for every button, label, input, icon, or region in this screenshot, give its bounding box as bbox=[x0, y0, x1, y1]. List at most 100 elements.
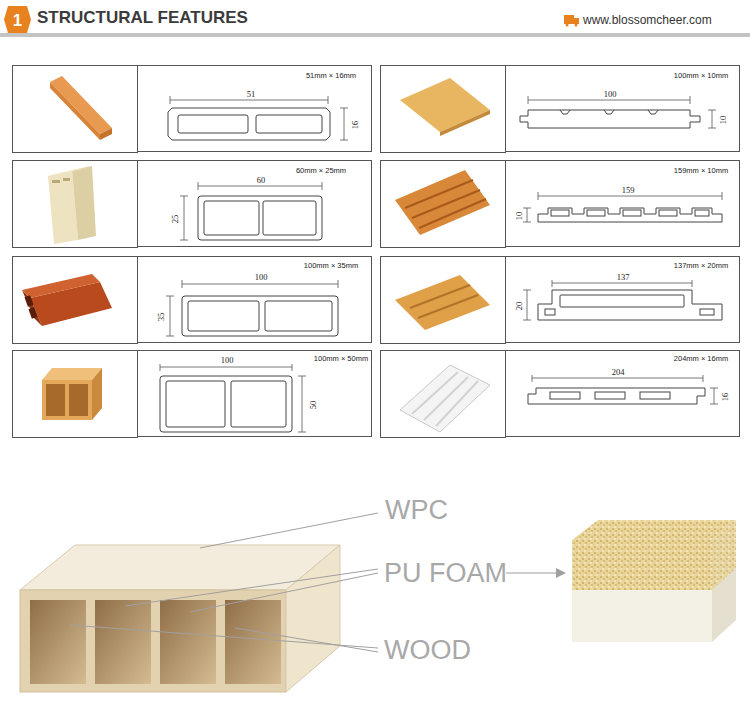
product-photo bbox=[46, 384, 65, 416]
dimension-line bbox=[722, 192, 723, 200]
dimension-cell: 51mm × 16mm5116 bbox=[137, 65, 372, 152]
dimension-number: 50 bbox=[309, 401, 318, 410]
material-label: PU FOAM bbox=[384, 560, 507, 587]
dimension-cell: 60mm × 25mm6025 bbox=[137, 160, 372, 247]
dimension-line bbox=[523, 208, 531, 209]
dimension-line bbox=[538, 196, 722, 197]
dimension-line bbox=[182, 280, 183, 288]
cross-section bbox=[166, 381, 225, 427]
cross-section bbox=[188, 301, 259, 331]
dimension-line bbox=[527, 208, 528, 222]
dimension-number: 16 bbox=[721, 393, 730, 402]
product-photo bbox=[395, 275, 490, 330]
size-label: 100mm × 35mm bbox=[304, 262, 358, 270]
product-photo bbox=[412, 372, 478, 426]
leader-line bbox=[125, 569, 378, 606]
dimension-number: 100 bbox=[255, 273, 268, 282]
dimension-cell: 100mm × 35mm 100 35 bbox=[137, 256, 372, 343]
dimension-number: 159 bbox=[622, 186, 635, 195]
url-icon bbox=[574, 18, 579, 24]
photo-cell bbox=[13, 66, 138, 153]
dimension-cell: 204mm × 16mm20416 bbox=[505, 350, 740, 437]
dimension-line bbox=[692, 280, 693, 287]
dimension-line bbox=[523, 222, 531, 223]
dimension-number: 35 bbox=[157, 313, 166, 322]
dimension-cell: 100mm × 10mm10010 bbox=[505, 65, 740, 152]
dimension-line bbox=[552, 283, 692, 284]
cross-section bbox=[538, 208, 722, 222]
dimension-line bbox=[527, 290, 528, 320]
dimension-line bbox=[170, 100, 328, 101]
dimension-cell: 137mm × 20mm13720 bbox=[505, 256, 740, 343]
profile-box bbox=[225, 600, 281, 684]
cross-section bbox=[659, 210, 677, 216]
badge-shape bbox=[4, 6, 31, 33]
dimension-number: 16 bbox=[351, 121, 360, 130]
cross-section bbox=[587, 210, 605, 216]
product-photo bbox=[405, 180, 486, 228]
profile-box bbox=[20, 590, 286, 692]
size-label: 100mm × 10mm bbox=[674, 72, 728, 80]
material-label: WPC bbox=[385, 497, 448, 524]
dimension-line bbox=[198, 186, 322, 187]
product-photo bbox=[410, 285, 470, 308]
product-photo bbox=[63, 178, 70, 181]
cross-section bbox=[700, 309, 714, 315]
profile-box bbox=[286, 545, 340, 692]
number-badge: 1 bbox=[4, 6, 31, 33]
cross-section bbox=[182, 296, 338, 336]
foam-sample bbox=[572, 540, 712, 590]
page-title: STRUCTURAL FEATURES bbox=[37, 9, 248, 26]
size-label: 204mm × 16mm bbox=[674, 355, 728, 363]
photo-cell bbox=[13, 66, 506, 438]
product-photo bbox=[28, 307, 37, 318]
dimension-line bbox=[298, 376, 306, 377]
dimension-line bbox=[298, 432, 306, 433]
product-photo bbox=[22, 76, 490, 432]
dimension-line bbox=[532, 378, 703, 379]
photo-cell bbox=[381, 257, 506, 344]
dimension-line bbox=[160, 367, 292, 368]
dimension-line bbox=[292, 364, 293, 371]
leader-line bbox=[235, 628, 378, 652]
dimension-line bbox=[338, 280, 339, 288]
product-photo bbox=[24, 295, 33, 306]
cross-section bbox=[550, 392, 580, 399]
leader-line bbox=[200, 513, 378, 548]
dimension-number: 10 bbox=[515, 212, 524, 221]
dimension-number: 137 bbox=[617, 273, 630, 282]
cross-section bbox=[265, 301, 332, 331]
url-icon bbox=[564, 15, 574, 24]
header-bar bbox=[0, 33, 750, 37]
cross-section bbox=[178, 115, 248, 133]
material-label: WOOD bbox=[384, 637, 471, 664]
cross-section bbox=[263, 201, 316, 235]
cross-section bbox=[160, 108, 722, 432]
cross-section bbox=[204, 201, 259, 235]
product-photo bbox=[412, 190, 480, 218]
dimension-number: 100 bbox=[604, 90, 617, 99]
cross-section bbox=[528, 388, 705, 404]
photo-cell bbox=[381, 351, 506, 438]
dimension-line bbox=[182, 284, 338, 285]
profile-box bbox=[95, 600, 151, 684]
product-photo bbox=[50, 76, 112, 134]
foam-sample bbox=[572, 590, 712, 642]
dimension-line bbox=[703, 375, 704, 382]
size-label: 51mm × 16mm bbox=[306, 72, 356, 80]
dimension-line bbox=[710, 404, 718, 405]
foam-sample bbox=[712, 520, 736, 642]
leader-line bbox=[70, 513, 566, 652]
dimension-line bbox=[170, 296, 171, 336]
cross-section bbox=[538, 290, 722, 320]
cross-section bbox=[256, 115, 322, 133]
product-photo bbox=[50, 82, 100, 140]
cross-section bbox=[623, 210, 641, 216]
product-photo bbox=[92, 368, 102, 420]
dimension-cell: 100mm × 50mm10050 bbox=[137, 350, 372, 437]
product-photo bbox=[72, 166, 96, 240]
dimension-line bbox=[528, 100, 690, 101]
product-photo bbox=[405, 180, 473, 208]
